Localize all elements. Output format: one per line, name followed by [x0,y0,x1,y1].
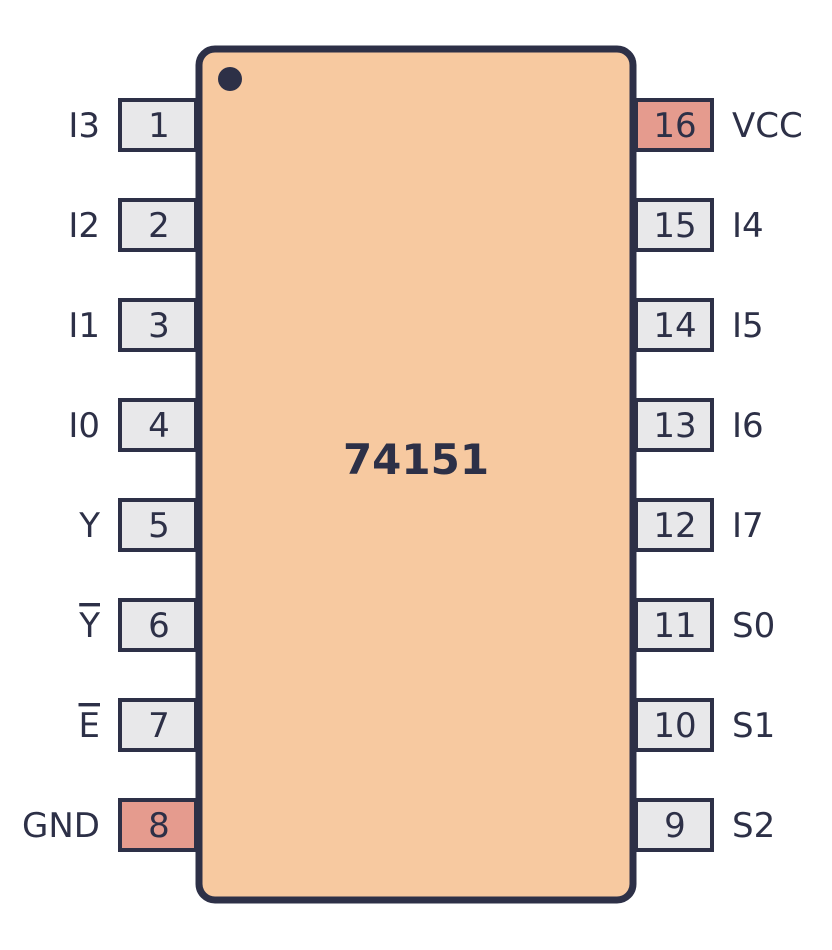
pin-number: 15 [653,206,696,246]
pin-4: 4 I0 [68,398,198,452]
pin-number: 12 [653,506,696,546]
pin-number: 11 [653,606,696,646]
pin-label: I1 [68,306,100,346]
pin-15: 15 I4 [634,198,764,252]
pin-number: 8 [148,806,170,846]
pin-12: 12 I7 [634,498,764,552]
pin-label: I7 [732,506,764,546]
pin-number: 3 [148,306,170,346]
pin-number: 10 [653,706,696,746]
pin-11: 11 S0 [634,598,775,652]
chip-title: 74151 [343,435,489,484]
pin-label: E [79,706,100,746]
pin-number: 6 [148,606,170,646]
pin-10: 10 S1 [634,698,775,752]
pin-box [118,198,198,252]
pin-label: I3 [68,106,100,146]
pin1-marker-dot [218,67,242,91]
pin-5: 5Y [78,498,198,552]
pin-9: 9 S2 [634,798,775,852]
pin-1: 1 I3 [68,98,198,152]
pin-2: 2 I2 [68,198,198,252]
pin-7: 7E [79,698,198,752]
pin-box [118,498,198,552]
pin-box [634,398,714,452]
right-pins: 16 VCC 15 I4 14 I5 13 I6 12 I7 11 S0 10 S1 9 S2 [634,98,803,852]
pin-8: 8 GND [22,798,198,852]
pin-number: 7 [148,706,170,746]
chip-body [195,45,637,904]
pin-box [634,598,714,652]
pin-number: 13 [653,406,696,446]
pin-number: 9 [664,806,686,846]
pin-number: 5 [148,506,170,546]
pin-label: I2 [68,206,100,246]
pin-number: 14 [653,306,696,346]
pin-box [634,298,714,352]
pin-label: S0 [732,606,775,646]
pin-number: 1 [148,106,170,146]
pin-label: I4 [732,206,764,246]
pin-label: Y [78,506,100,546]
pin-label: VCC [732,106,803,146]
pin-14: 14 I5 [634,298,764,352]
pin-number: 16 [653,106,696,146]
pin-13: 13 I6 [634,398,764,452]
pin-3: 3 I1 [68,298,198,352]
pin-label: GND [22,806,100,846]
pin-box [118,298,198,352]
pin-label: I6 [732,406,764,446]
pin-number: 2 [148,206,170,246]
pin-box [118,98,198,152]
pin-6: 6Y [78,598,198,652]
pin-16: 16 VCC [634,98,803,152]
pin-box [118,798,198,852]
pin-label: S1 [732,706,775,746]
pin-number: 4 [148,406,170,446]
pin-label: Y [78,606,100,646]
pin-box [634,498,714,552]
pin-label: I5 [732,306,764,346]
pin-label: I0 [68,406,100,446]
pin-label: S2 [732,806,775,846]
